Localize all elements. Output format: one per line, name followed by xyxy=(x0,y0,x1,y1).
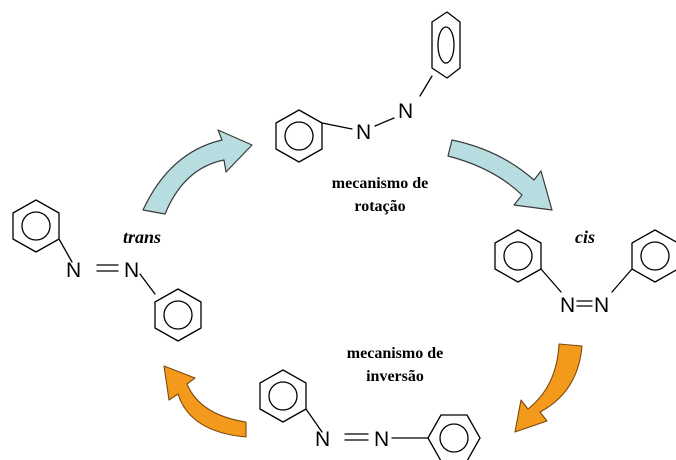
cis-phenyl-ring-left xyxy=(494,229,542,283)
inversion-bond-ring-n xyxy=(305,408,323,433)
rotation-bond-n-n xyxy=(374,117,395,127)
inversion-nitrogen-left: N xyxy=(315,428,330,451)
inversion-arrow-left xyxy=(163,365,247,438)
rotation-bond-n-ring xyxy=(419,75,433,97)
rotation-nitrogen-left: N xyxy=(356,121,371,144)
rotation-bond-ring-n xyxy=(321,122,353,130)
trans-azobenzene: N N xyxy=(12,199,202,342)
rotation-arrow-right xyxy=(447,139,553,211)
rotation-arrow-left xyxy=(142,129,253,215)
rotation-phenyl-ring-top xyxy=(431,11,461,79)
rotation-intermediate: N N xyxy=(275,11,461,163)
cis-nitrogen-right: N xyxy=(594,294,609,317)
cis-bond-n-ring xyxy=(611,268,633,293)
cis-bond-ring-n xyxy=(540,268,562,293)
inversion-phenyl-ring-left xyxy=(259,369,307,423)
inversion-mechanism-label-line1: mecanismo de xyxy=(347,345,443,362)
inversion-mechanism-label-line2: inversão xyxy=(366,368,424,385)
trans-nitrogen-left: N xyxy=(66,259,81,282)
trans-nitrogen-right: N xyxy=(124,259,139,282)
rotation-nitrogen-right: N xyxy=(398,100,413,123)
cis-azobenzene: N N xyxy=(494,229,676,317)
trans-label: trans xyxy=(123,227,161,247)
cis-label: cis xyxy=(575,227,595,247)
trans-bond-n-ring xyxy=(139,273,156,295)
trans-bond-ring-n xyxy=(58,238,73,263)
inversion-arrow-right xyxy=(514,343,583,433)
inversion-intermediate: N N xyxy=(259,369,481,460)
trans-phenyl-ring-left xyxy=(12,199,60,253)
cis-phenyl-ring-right xyxy=(631,229,676,283)
inversion-phenyl-ring-right xyxy=(427,414,481,460)
cis-nitrogen-left: N xyxy=(560,294,575,317)
inversion-nitrogen-right: N xyxy=(374,428,389,451)
rotation-mechanism-label-line1: mecanismo de xyxy=(332,175,428,192)
rotation-mechanism-label-line2: rotação xyxy=(354,198,405,215)
rotation-phenyl-ring-left xyxy=(275,109,323,163)
trans-phenyl-ring-right xyxy=(154,288,202,342)
